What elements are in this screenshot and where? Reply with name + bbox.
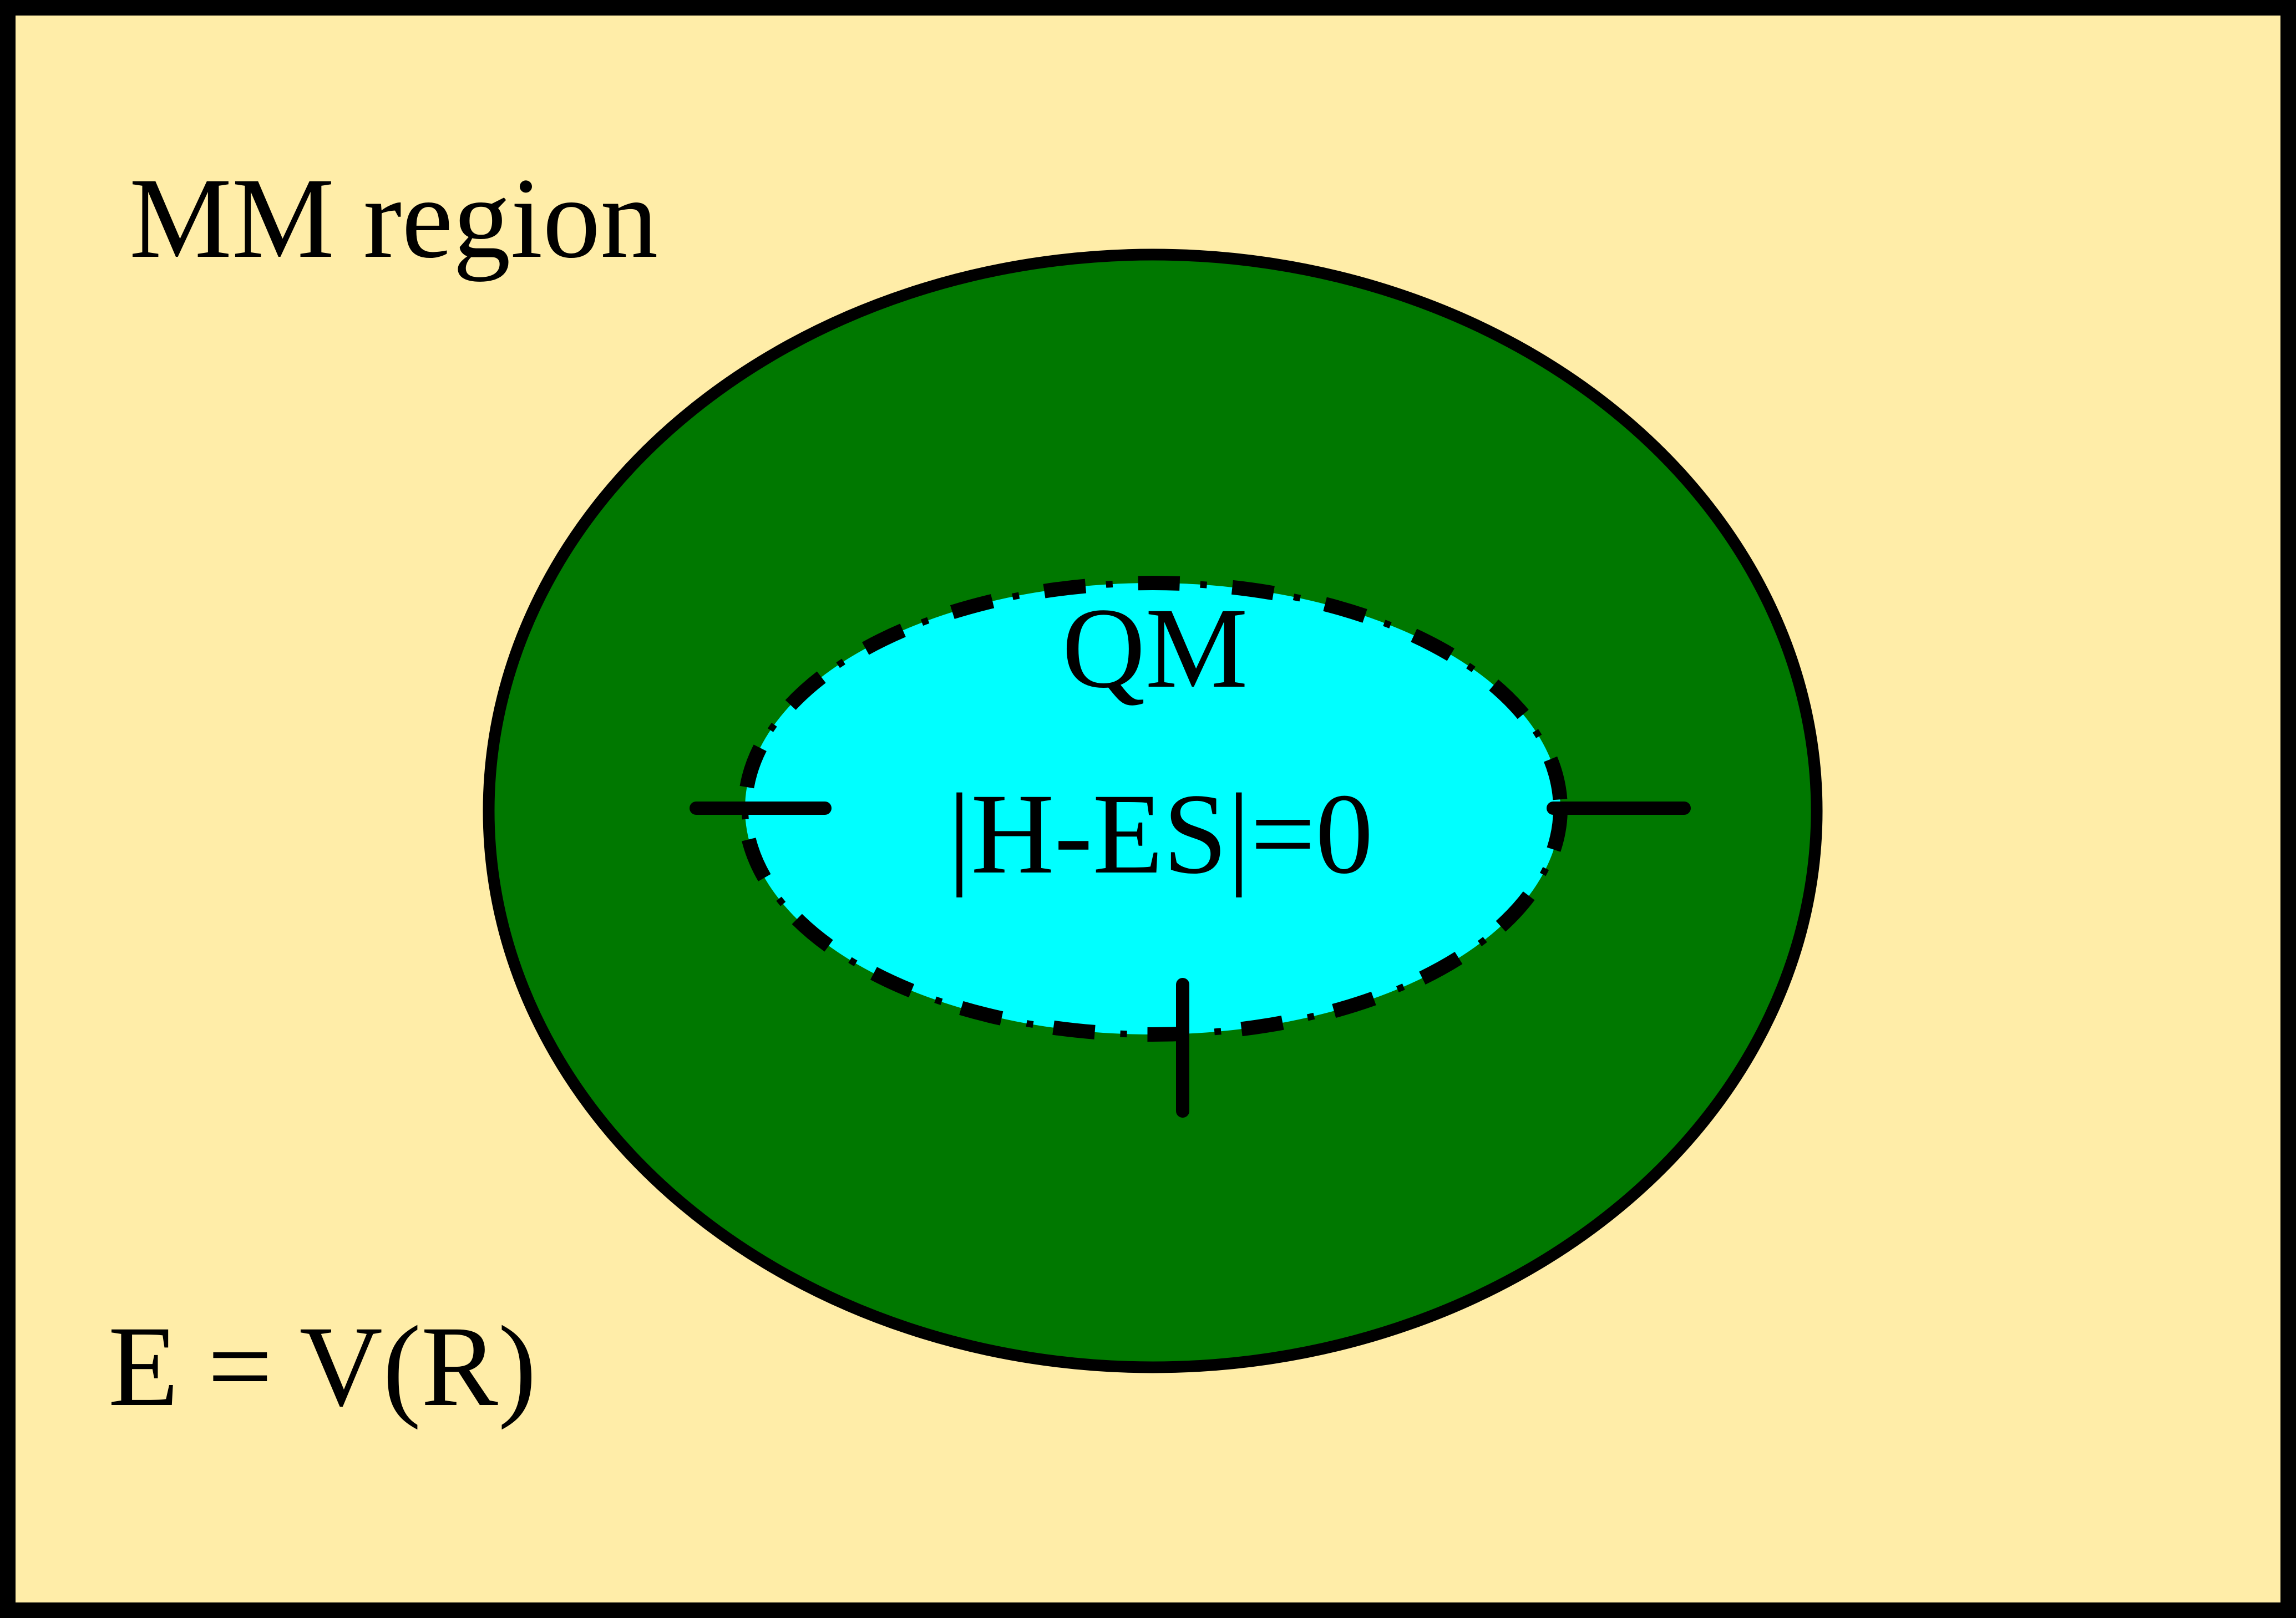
energy-equation: E = V(R)	[108, 1302, 536, 1430]
secular-equation: |H-ES|=0	[948, 770, 1373, 897]
qm-label: QM	[1062, 584, 1248, 712]
mm-region-label: MM region	[129, 154, 658, 282]
qm-ellipse	[745, 583, 1560, 1034]
